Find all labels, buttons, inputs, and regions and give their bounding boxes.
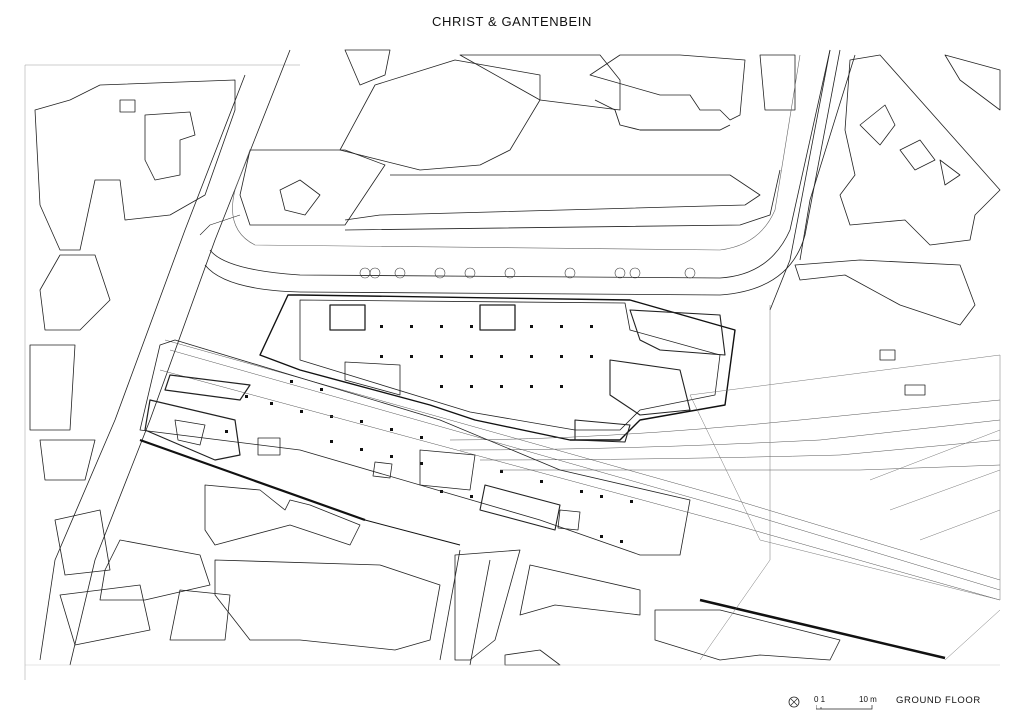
platform-outline [557, 509, 581, 531]
building-outline [29, 344, 76, 431]
street-edge [699, 305, 771, 661]
building-outline [594, 99, 731, 131]
building-outline [119, 99, 136, 113]
station-core [344, 361, 401, 396]
platform-outline [257, 437, 281, 456]
building-outline [54, 509, 111, 576]
street-edge [439, 549, 491, 666]
courtyard [239, 149, 386, 226]
building-outline [654, 609, 841, 661]
track-bed [869, 429, 1001, 541]
building-outline [519, 564, 641, 616]
street-edge [799, 54, 856, 261]
platform-outline [174, 419, 206, 446]
building-outline [589, 54, 746, 121]
road-curve [209, 49, 831, 279]
station-roof-inner [299, 299, 721, 431]
building-outline [459, 54, 621, 111]
street-edge [769, 49, 831, 311]
building-outline [859, 104, 896, 146]
scale-start-label: 0 1 [814, 695, 826, 704]
rail-wall [699, 598, 946, 660]
street-edge [944, 609, 1001, 661]
north-arrow-icon [788, 696, 800, 708]
building-outline [204, 484, 361, 546]
track-line [459, 419, 1001, 451]
building-outline [169, 589, 231, 641]
station-core [479, 304, 516, 331]
courtyard [279, 179, 321, 216]
road-curve [204, 49, 841, 296]
building-outline [99, 539, 211, 601]
track-line [500, 464, 1001, 471]
block-outline [344, 169, 781, 231]
track-line [164, 339, 1001, 581]
building-outline [339, 59, 541, 171]
tree-row [359, 267, 696, 279]
column-grid [225, 325, 633, 543]
street-edge [199, 214, 241, 236]
building-outline [899, 139, 936, 171]
building-outline [34, 79, 236, 251]
street-edge [39, 74, 246, 661]
platform-outline [479, 484, 561, 531]
station-core [609, 359, 691, 416]
sheet-label: GROUND FLOOR [896, 695, 981, 706]
building-outline [39, 254, 111, 331]
platform-outline [372, 461, 393, 479]
track-line [449, 399, 1001, 441]
platform-outline [419, 449, 476, 491]
building-outline [144, 111, 196, 181]
building-outline [944, 54, 1001, 111]
platform-outline [164, 374, 251, 401]
station-core [329, 304, 366, 331]
building-outline [504, 649, 561, 666]
building-outline [454, 549, 521, 661]
building-outline [214, 559, 441, 651]
road-curve [232, 54, 801, 251]
station-core [574, 419, 631, 443]
rail-wall [139, 438, 366, 522]
station-roof-outline [259, 294, 736, 441]
scale-end-label: 10 m [859, 695, 877, 704]
drawing-title: CHRIST & GANTENBEIN [432, 14, 592, 29]
building-outline [904, 384, 926, 396]
building-outline [344, 49, 391, 86]
rail-wall [364, 519, 461, 546]
plan-edge [24, 64, 300, 680]
block-outline [344, 174, 761, 221]
platform-outline [139, 339, 691, 556]
track-line [479, 439, 1001, 461]
building-outline [759, 54, 796, 111]
station-core [629, 309, 726, 356]
building-outline [939, 159, 961, 186]
scale-bar [816, 705, 873, 710]
building-outline [839, 54, 1001, 246]
track-line [159, 369, 1001, 601]
building-outline [39, 439, 96, 481]
building-outline [794, 259, 976, 326]
building-outline [59, 584, 151, 646]
building-outline [879, 349, 896, 361]
platform-outline [144, 399, 241, 461]
track-bed [689, 354, 1001, 601]
track-line [169, 349, 1001, 591]
